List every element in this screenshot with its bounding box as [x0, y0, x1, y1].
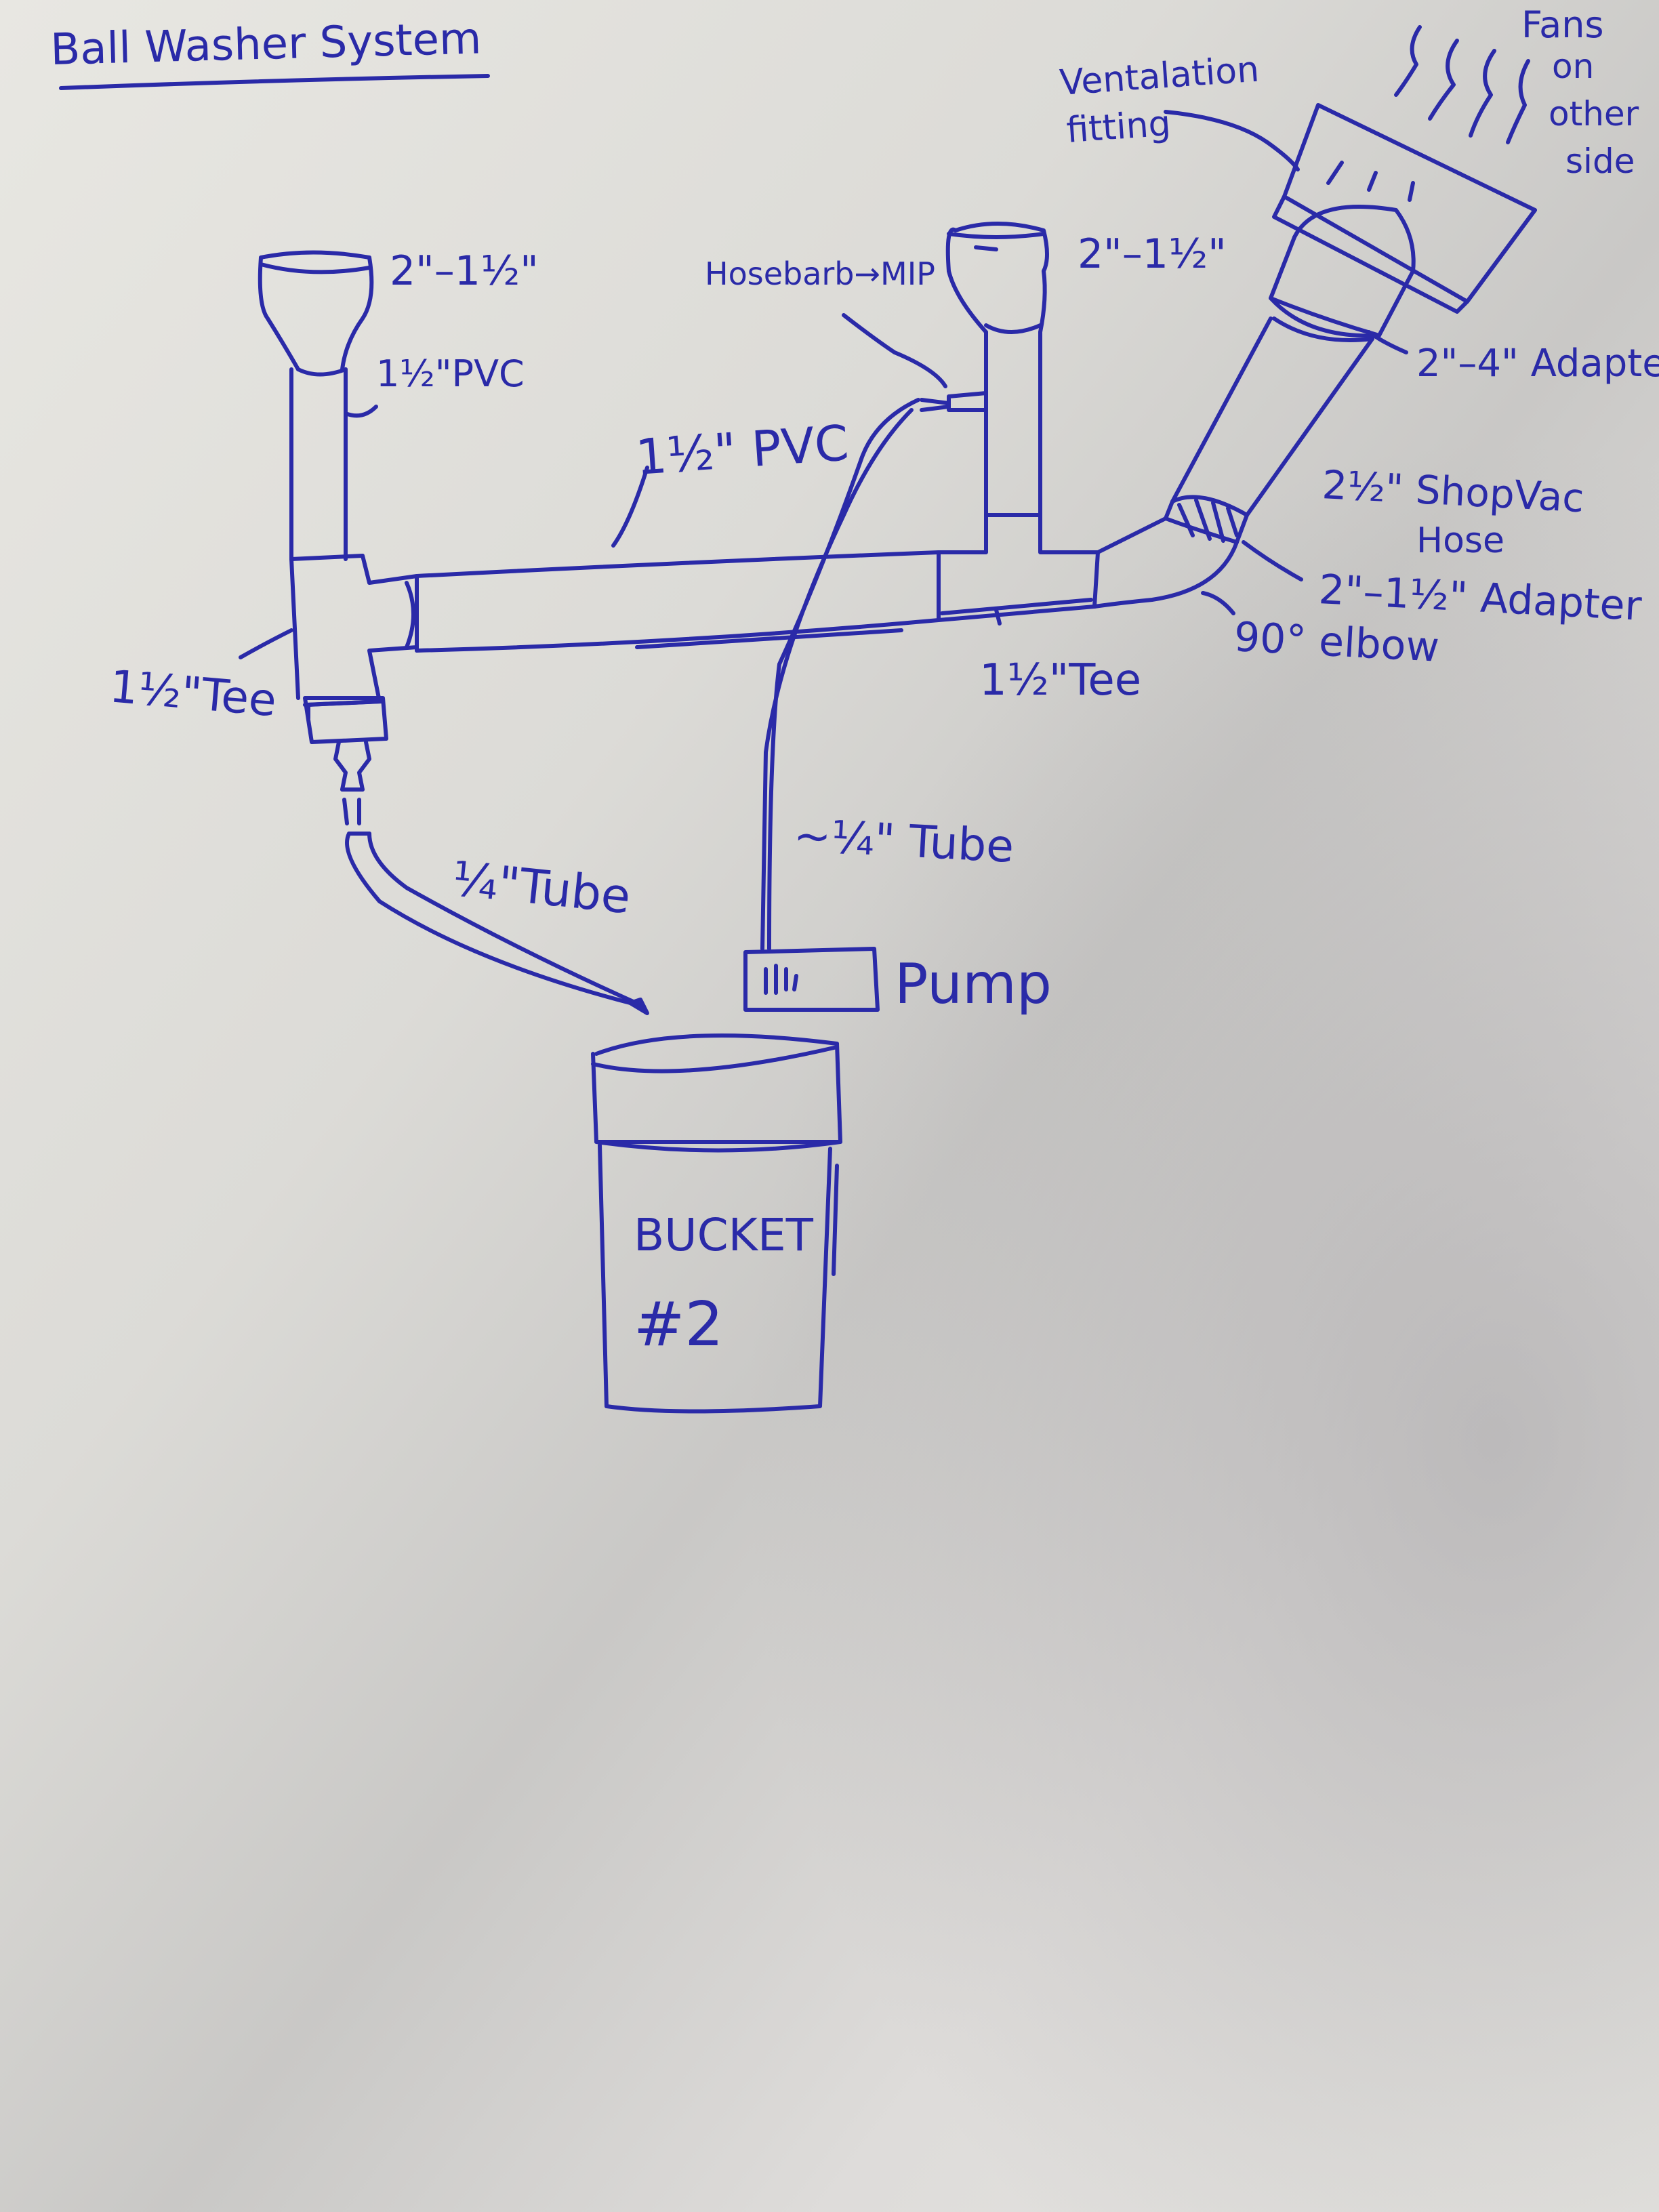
adapter-2-4	[1269, 205, 1416, 338]
label-fans: Fans	[1521, 3, 1604, 46]
left-riser	[258, 250, 374, 561]
bucket	[591, 1033, 842, 1414]
label-elbow: 90° elbow	[1233, 613, 1440, 672]
left-pvc-leader	[344, 405, 378, 418]
title-underline	[59, 74, 490, 90]
label-pump: Pump	[895, 952, 1052, 1017]
label-fans-on: on	[1552, 47, 1594, 86]
hosebarb-leader	[842, 313, 947, 388]
left-tee	[289, 554, 419, 744]
main-pvc-leader	[611, 466, 649, 548]
fan-airflow-icon	[1394, 25, 1530, 144]
label-hosebarb: Hosebarb→MIP	[705, 255, 935, 292]
middle-tee	[937, 513, 1100, 626]
diagram-title: Ball Washer System	[49, 14, 482, 75]
label-left-cap-size: 2"–1½"	[390, 247, 539, 295]
label-left-pvc: 1½"PVC	[376, 352, 525, 395]
left-tee-leader	[239, 628, 293, 659]
label-adapter-2-4: 2"–4" Adapter	[1416, 342, 1659, 386]
adapter-2-4-leader	[1367, 330, 1408, 354]
label-bucket: BUCKET	[634, 1209, 814, 1261]
label-fitting: fitting	[1065, 103, 1172, 151]
ventilation-leader	[1164, 110, 1300, 171]
label-bucket-number: #2	[634, 1289, 724, 1360]
label-fans-side: side	[1565, 142, 1635, 181]
middle-riser	[945, 222, 1049, 517]
elbow-90	[1092, 516, 1239, 609]
hosebarb-fitting	[920, 391, 988, 412]
label-shopvac-hose: Hose	[1416, 520, 1504, 561]
label-pump-tube: ~¼" Tube	[792, 809, 1015, 873]
pump	[743, 947, 880, 1012]
label-fans-other: other	[1549, 94, 1639, 134]
label-right-cap-size: 2"–1½"	[1078, 230, 1227, 278]
ventilation-fitting	[1272, 103, 1537, 314]
label-mid-tee: 1½"Tee	[979, 655, 1141, 705]
left-barb	[333, 740, 371, 825]
drain-tube	[345, 832, 649, 1015]
shopvac-hose	[1170, 316, 1374, 517]
adapter-2-1half-leader	[1242, 540, 1303, 581]
elbow-leader	[1201, 591, 1235, 615]
pump-tube	[760, 398, 920, 951]
